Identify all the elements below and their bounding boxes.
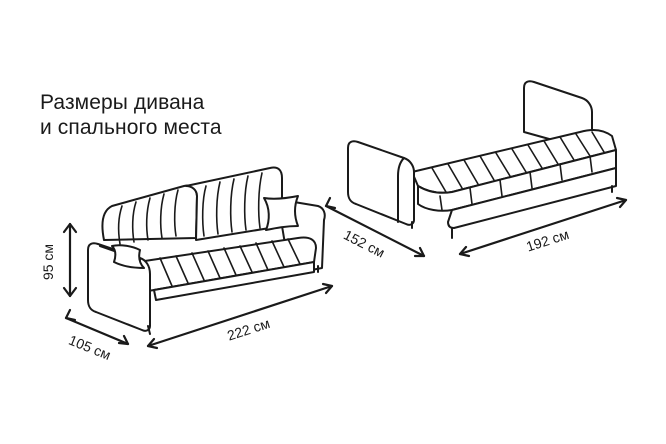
title-line-1: Размеры дивана [40, 91, 205, 114]
title-line-2: и спального места [40, 116, 222, 139]
bed-depth-label: 152 см [341, 226, 387, 260]
height-arrow [62, 222, 78, 298]
bed-width-arrow [458, 196, 628, 258]
depth-arrow [64, 308, 130, 346]
folded-sofa [87, 166, 326, 335]
height-label: 95 см [40, 244, 56, 280]
diagram-title: Размеры дивана и спального места [40, 90, 222, 140]
unfolded-sofa-bed [347, 80, 617, 239]
depth-label: 105 см [67, 332, 114, 363]
bed-depth-arrow [324, 196, 426, 258]
width-arrow [146, 282, 334, 350]
